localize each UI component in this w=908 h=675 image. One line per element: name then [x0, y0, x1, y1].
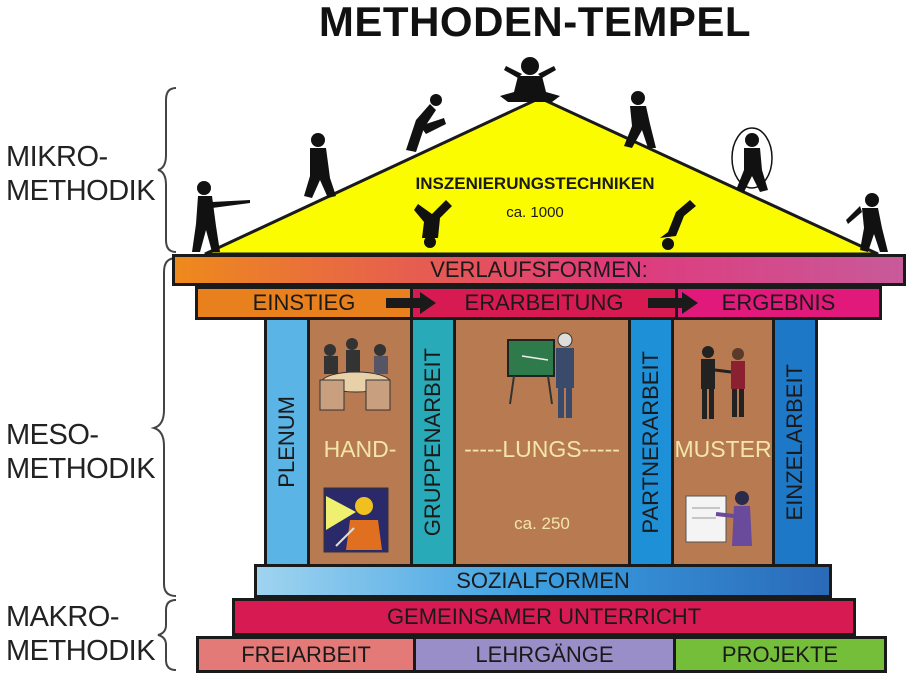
base-lehrgaenge-label: LEHRGÄNGE: [475, 641, 614, 667]
fencer-icon: [192, 181, 250, 252]
dancer-icon: [846, 193, 888, 252]
base-lehrgaenge: LEHRGÄNGE: [413, 636, 676, 673]
climbing-man-icon: [624, 91, 656, 148]
meso-label-line1: MESO-: [6, 419, 99, 451]
base-freiarbeit: FREIARBEIT: [196, 636, 416, 673]
headstand-icon: [414, 200, 452, 248]
makro-label-line2: METHODIK: [6, 635, 156, 667]
page-title: METHODEN-TEMPEL: [318, 0, 752, 45]
mikro-brace-icon: [157, 87, 177, 253]
roof-count: ca. 1000: [506, 204, 564, 221]
phase-einstieg-label: EINSTIEG: [252, 290, 356, 315]
gemeinsamer-unterricht-bar: GEMEINSAMER UNTERRICHT: [232, 598, 856, 636]
meso-label: MESO- METHODIK: [6, 418, 156, 486]
teacher-blackboard-icon: [507, 332, 574, 418]
meeting-table-icon: [319, 338, 391, 411]
phase-erarbeitung: ERARBEITUNG: [410, 286, 678, 320]
base-projekte: PROJEKTE: [673, 636, 887, 673]
base-projekte-label: PROJEKTE: [721, 641, 839, 667]
base-freiarbeit-label: FREIARBEIT: [241, 641, 371, 667]
phase-erarbeitung-label: ERARBEITUNG: [464, 290, 624, 315]
arrow-right-icon: [386, 292, 436, 314]
walking-man-icon: [304, 133, 336, 198]
column-partnerarbeit: PARTNERARBEIT: [628, 320, 674, 564]
makro-label: MAKRO- METHODIK: [6, 600, 156, 668]
phase-einstieg: EINSTIEG: [195, 286, 413, 320]
verlaufsformen-label: VERLAUFSFORMEN:: [430, 257, 648, 282]
mikro-label-line2: METHODIK: [6, 175, 156, 207]
jumping-rope-icon: [731, 127, 773, 192]
column-einzelarbeit: EINZELARBEIT: [772, 320, 818, 564]
hall-text-muster: MUSTER: [674, 436, 772, 462]
makro-label-line1: MAKRO-: [6, 601, 120, 633]
mikro-label-line1: MIKRO-: [6, 141, 108, 173]
sozialformen-label: SOZIALFORMEN: [456, 568, 630, 593]
meso-brace-icon: [150, 257, 177, 597]
miner-icon: [323, 487, 389, 553]
verlaufsformen-bar: VERLAUFSFORMEN:: [172, 254, 906, 286]
handshake-icon: [701, 346, 745, 419]
roof-label: INSZENIERUNGSTECHNIKEN: [415, 174, 655, 193]
stretching-woman-icon: [406, 94, 446, 152]
sozialformen-bar: SOZIALFORMEN: [254, 564, 832, 598]
handstand-icon: [660, 200, 696, 250]
hall-count: ca. 250: [514, 514, 570, 533]
hall-text-lungs: -----LUNGS-----: [464, 436, 620, 462]
person-drawing-icon: [685, 491, 752, 546]
phase-ergebnis-label: ERGEBNIS: [721, 290, 836, 315]
column-plenum: PLENUM: [264, 320, 310, 564]
silhouettes: [192, 57, 888, 252]
mikro-label: MIKRO- METHODIK: [6, 140, 156, 208]
gemeinsamer-unterricht-label: GEMEINSAMER UNTERRICHT: [386, 604, 702, 629]
meso-label-line2: METHODIK: [6, 453, 156, 485]
meditating-person-icon: [500, 57, 560, 102]
column-gruppenarbeit: GRUPPENARBEIT: [410, 320, 456, 564]
hall-text-hand: HAND-: [323, 436, 397, 462]
arrow-right-icon: [648, 292, 698, 314]
makro-brace-icon: [157, 599, 177, 671]
